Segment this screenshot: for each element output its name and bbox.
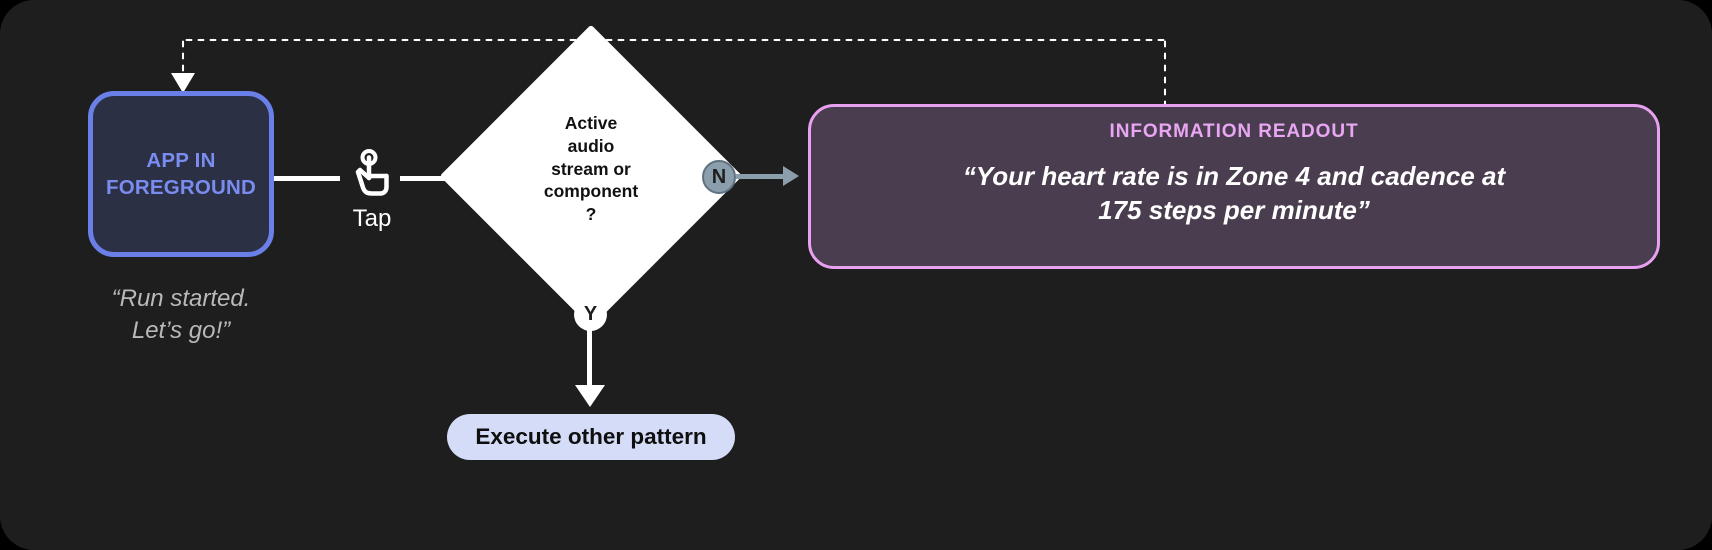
connector-no-to-readout [736, 174, 788, 179]
readout-quote: “Your heart rate is in Zone 4 and cadenc… [811, 159, 1657, 228]
connector-no-arrowhead-icon [783, 166, 799, 186]
decision-label: Active audio stream or component ? [506, 112, 676, 226]
readout-title: INFORMATION READOUT [1109, 121, 1359, 142]
feedback-loop-arrowhead-icon [171, 73, 195, 93]
node-information-readout[interactable]: INFORMATION READOUT “Your heart rate is … [808, 104, 1660, 269]
connector-yes-arrowhead-icon [575, 385, 605, 407]
decision-label-line4: component [543, 181, 639, 202]
tap-gesture-icon [355, 149, 389, 196]
gesture-tap-label: Tap [352, 205, 392, 232]
connector-decision-to-yes [587, 283, 592, 301]
connector-tap-to-decision [400, 176, 468, 181]
app-node-label-line2: FOREGROUND [105, 176, 257, 199]
readout-quote-line2: 175 steps per minute” [1098, 195, 1370, 226]
app-caption-line1: “Run started. [111, 285, 251, 312]
node-execute-other-pattern[interactable]: Execute other pattern [447, 414, 735, 460]
feedback-loop-horizontal-line [183, 38, 1167, 42]
feedback-loop-left-vertical-line [181, 38, 185, 76]
connector-app-to-tap [274, 176, 340, 181]
node-app-in-foreground[interactable]: APP IN FOREGROUND [88, 91, 274, 257]
branch-badge-yes[interactable]: Y [574, 298, 607, 331]
decision-label-line3: stream or [551, 158, 631, 179]
app-node-label: APP IN FOREGROUND [106, 147, 256, 201]
connector-yes-to-pattern [587, 330, 592, 387]
decision-label-line5: ? [585, 204, 597, 224]
app-node-caption: “Run started. Let’s go!” [60, 283, 302, 347]
gesture-tap-group: Tap [338, 148, 406, 233]
decision-label-line2: audio [567, 135, 615, 156]
readout-quote-line1: “Your heart rate is in Zone 4 and cadenc… [962, 161, 1506, 191]
decision-label-line1: Active [564, 113, 618, 133]
execute-other-pattern-label: Execute other pattern [475, 424, 707, 449]
feedback-loop-right-vertical-line [1163, 38, 1167, 106]
app-caption-line2: Let’s go!” [131, 316, 231, 344]
app-node-label-line1: APP IN [146, 148, 216, 172]
branch-badge-no[interactable]: N [702, 160, 736, 194]
